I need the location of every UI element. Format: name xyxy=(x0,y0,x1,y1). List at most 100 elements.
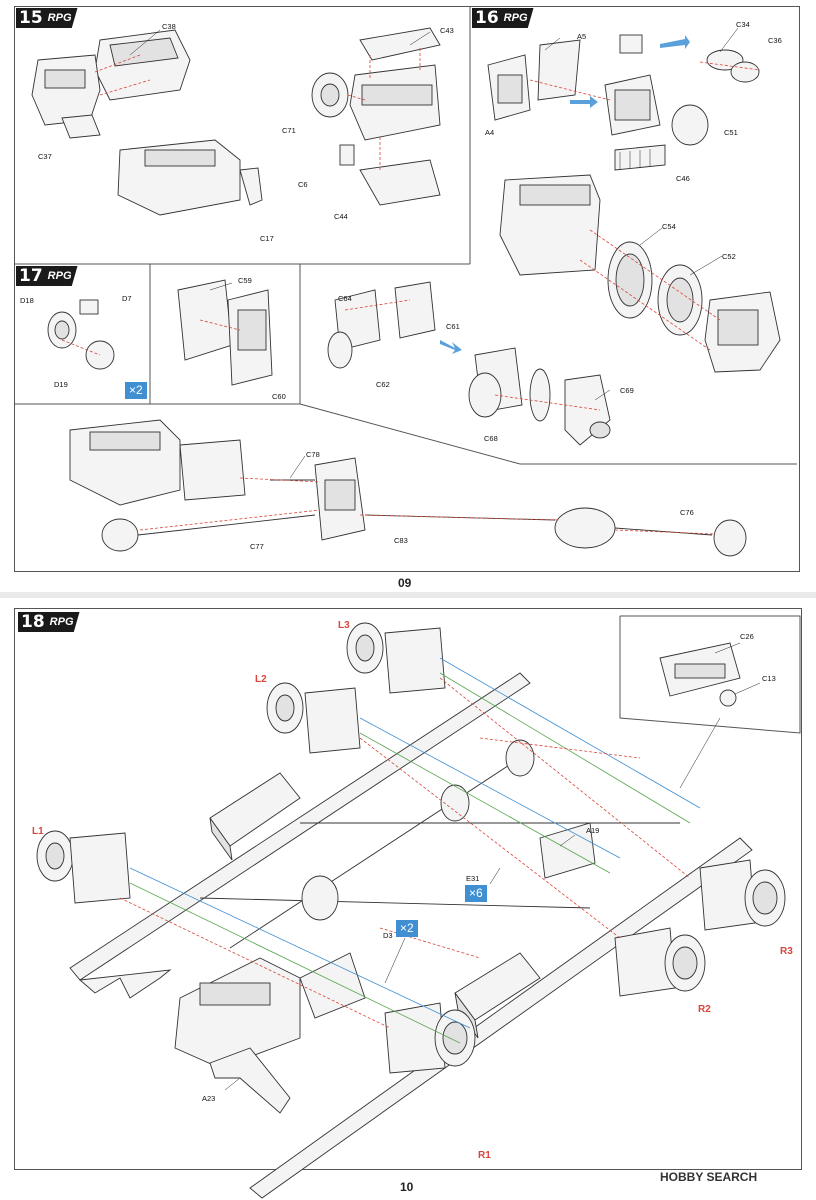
part-label-c26: C26 xyxy=(740,632,754,641)
page-number: 10 xyxy=(400,1180,414,1194)
chassis-frame xyxy=(69,672,753,1199)
part-label-c37: C37 xyxy=(38,152,52,161)
parts-c34-c36 xyxy=(619,34,760,83)
cover-c71 xyxy=(311,72,349,118)
transfer-case-c59-c60 xyxy=(177,279,273,386)
watermark: HOBBY SEARCH xyxy=(660,1170,758,1184)
part-label-d19: D19 xyxy=(54,380,68,389)
part-label-c61: C61 xyxy=(446,322,460,331)
part-label-c71: C71 xyxy=(282,126,296,135)
axle-label-r2: R2 xyxy=(698,1004,711,1015)
brand-logo: RPG xyxy=(45,266,78,286)
part-label-c34: C34 xyxy=(736,20,750,29)
part-label-c44: C44 xyxy=(334,212,348,221)
engine-full-16 xyxy=(499,174,601,276)
bellhousing-c64-c61 xyxy=(327,281,436,369)
bracket-a23 xyxy=(209,1047,291,1114)
axle-label-r1: R1 xyxy=(478,1150,491,1161)
page10-drawings xyxy=(36,615,801,1199)
page-number: 09 xyxy=(398,576,412,590)
axle-r1 xyxy=(384,1002,476,1074)
part-label-c6: C6 xyxy=(298,180,308,189)
step-badge-17: 17 RPG xyxy=(16,266,78,286)
axle-label-l3: L3 xyxy=(338,620,350,631)
step-number: 15 xyxy=(16,8,46,28)
part-label-c51: C51 xyxy=(724,128,738,137)
page09-outer-frame xyxy=(14,6,800,572)
gasket-c69 xyxy=(529,368,611,446)
axle-l2 xyxy=(266,682,361,754)
part-label-c69: C69 xyxy=(620,386,634,395)
axle-label-l2: L2 xyxy=(255,674,267,685)
part-label-c83: C83 xyxy=(394,536,408,545)
engine-assembly xyxy=(174,952,366,1069)
part-label-c77: C77 xyxy=(250,542,264,551)
axle-l1 xyxy=(36,830,131,904)
quantity-badge: ×2 xyxy=(396,920,418,937)
gearbox-c51 xyxy=(604,74,709,146)
axle-label-r3: R3 xyxy=(780,946,793,957)
part-label-a19: A19 xyxy=(586,826,600,835)
drum-d18 xyxy=(47,311,77,349)
part-label-c17: C17 xyxy=(260,234,274,243)
step-number: 16 xyxy=(472,8,502,28)
brand-logo: RPG xyxy=(47,612,80,632)
cap-d7 xyxy=(79,299,99,315)
engine-block-c38 xyxy=(94,29,191,101)
page10-outer-frame xyxy=(14,608,802,1170)
part-label-c76: C76 xyxy=(680,508,694,517)
part-label-c43: C43 xyxy=(440,26,454,35)
part-label-d7: D7 xyxy=(122,294,132,303)
housing-c68 xyxy=(468,347,523,418)
part-label-a5: A5 xyxy=(577,32,587,41)
part-label-c59: C59 xyxy=(238,276,252,285)
part-label-c54: C54 xyxy=(662,222,676,231)
step-badge-18: 18 RPG xyxy=(18,612,80,632)
axle-left-row xyxy=(101,518,139,552)
transfer-row xyxy=(314,457,366,541)
engine-block-c43 xyxy=(349,27,441,141)
step-badge-16: 16 RPG xyxy=(472,8,534,28)
part-label-d3: D3 xyxy=(383,931,393,940)
axle-r3 xyxy=(699,859,786,931)
part-label-c68: C68 xyxy=(484,434,498,443)
bellhousing-a5-a4 xyxy=(487,39,581,121)
instruction-page-09: 15 RPG 16 RPG 17 RPG C38 C43 C37 C71 C6 … xyxy=(0,0,816,592)
page-separator xyxy=(0,592,816,598)
part-label-c38: C38 xyxy=(162,22,176,31)
bolt-c13 xyxy=(719,689,737,707)
part-label-e31: E31 xyxy=(466,874,480,883)
axle-label-l1: L1 xyxy=(32,826,44,837)
part-label-c78: C78 xyxy=(306,450,320,459)
axle-l3 xyxy=(346,622,446,694)
part-label-c60: C60 xyxy=(272,392,286,401)
bracket-c26 xyxy=(659,642,741,697)
part-c6 xyxy=(339,144,355,166)
engine-side-c37 xyxy=(31,54,101,139)
gearbox-16 xyxy=(704,291,781,373)
engine-assembled-15 xyxy=(117,139,263,216)
oil-pan-c44 xyxy=(359,159,441,206)
part-label-c13: C13 xyxy=(762,674,776,683)
part-label-c64: C64 xyxy=(338,294,352,303)
clutch-c52 xyxy=(657,264,703,336)
brand-logo: RPG xyxy=(501,8,534,28)
part-label-c36: C36 xyxy=(768,36,782,45)
part-label-c46: C46 xyxy=(676,174,690,183)
axle-r2 xyxy=(614,927,706,997)
flywheel-c54 xyxy=(607,241,653,319)
brand-logo: RPG xyxy=(45,8,78,28)
axle-right-row xyxy=(554,507,747,557)
quantity-badge: ×6 xyxy=(465,885,487,902)
part-label-c52: C52 xyxy=(722,252,736,261)
part-label-a4: A4 xyxy=(485,128,495,137)
part-label-d18: D18 xyxy=(20,296,34,305)
step-number: 17 xyxy=(16,266,46,286)
fuel-tank-left xyxy=(209,772,301,861)
page09-drawings xyxy=(14,6,797,557)
quantity-badge: ×2 xyxy=(125,382,147,399)
engine-gearbox-row xyxy=(69,419,246,506)
step-badge-15: 15 RPG xyxy=(16,8,78,28)
part-label-a23: A23 xyxy=(202,1094,216,1103)
part-label-c62: C62 xyxy=(376,380,390,389)
